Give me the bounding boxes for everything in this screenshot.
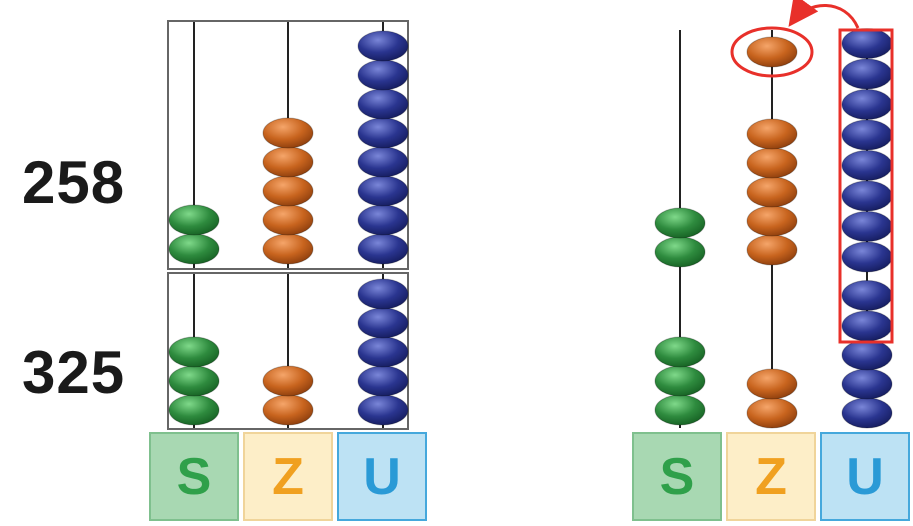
left-top-z-bead-5 [262,117,314,149]
right-u-low-bead-3 [841,339,893,371]
left-top-u-bead-4 [357,146,409,178]
right-u-group-bead-10 [841,28,893,59]
left-bottom-frame [167,272,409,430]
left-tile-u: U [337,432,427,521]
left-top-u-bead-8 [357,30,409,62]
left-top-u-bead-6 [357,88,409,120]
left-top-s-bead-1 [168,233,220,265]
right-s-low-bead-3 [654,336,706,368]
left-tile-z: Z [243,432,333,521]
left-bottom-s-bead-1 [168,394,220,426]
right-u-group-bead-3 [841,241,893,273]
right-tile-s: S [632,432,722,521]
left-bottom-u-bead-3 [357,336,409,368]
right-u-group-bead-9 [841,58,893,90]
left-top-u-bead-3 [357,175,409,207]
left-bottom-u-bead-4 [357,307,409,339]
left-top-u-bead-7 [357,59,409,91]
right-z-low-bead-1 [746,397,798,429]
right-z-mid-bead-4 [746,147,798,179]
right-u-low-bead-1 [841,397,893,429]
right-tile-u-label: U [846,447,884,506]
right-z-mid-bead-2 [746,205,798,237]
left-top-z-bead-4 [262,146,314,178]
left-tile-u-label: U [363,447,401,506]
left-bottom-z-bead-1 [262,394,314,426]
right-s-high-bead-2 [654,207,706,239]
left-bottom-z-bead-2 [262,365,314,397]
left-top-u-bead-2 [357,204,409,236]
right-u-group-bead-6 [841,150,893,181]
right-z-mid-bead-5 [746,118,798,150]
left-top-z-bead-3 [262,175,314,207]
left-top-z-bead-1 [262,233,314,265]
regroup-arrow [788,0,860,29]
right-tile-z-label: Z [755,447,787,506]
right-z-low-bead-2 [746,368,798,400]
number-325: 325 [22,339,126,406]
right-z-mid-bead-3 [746,176,798,208]
right-u-group-bead-7 [841,119,893,151]
left-bottom-s-bead-2 [168,365,220,397]
group-of-ten-box [838,28,894,344]
left-top-z-bead-2 [262,204,314,236]
right-tile-z: Z [726,432,816,521]
right-z-mid-bead-1 [746,234,798,266]
regroup-circle [730,26,814,78]
left-top-u-bead-5 [357,117,409,149]
left-top-s-bead-2 [168,204,220,236]
left-tile-s-label: S [176,447,212,506]
right-u-low-bead-2 [841,368,893,400]
right-tile-u: U [820,432,910,521]
left-bottom-u-bead-5 [357,278,409,310]
right-z-regrouped-bead [746,36,798,68]
left-tile-s: S [149,432,239,521]
right-u-group-bead-5 [841,180,893,212]
right-s-high-bead-1 [654,236,706,268]
right-tile-s-label: S [659,447,695,506]
left-bottom-u-bead-2 [357,365,409,397]
right-s-low-bead-2 [654,365,706,397]
right-s-low-bead-1 [654,394,706,426]
left-top-u-bead-1 [357,233,409,265]
number-258: 258 [22,149,126,216]
right-u-group-bead-2 [841,280,893,311]
right-u-group-bead-8 [841,89,893,120]
left-top-frame [167,20,409,270]
left-bottom-s-bead-3 [168,336,220,368]
left-tile-z-label: Z [272,447,304,506]
left-bottom-u-bead-1 [357,394,409,426]
right-u-group-bead-4 [841,211,893,242]
right-u-group-bead-1 [841,310,893,342]
